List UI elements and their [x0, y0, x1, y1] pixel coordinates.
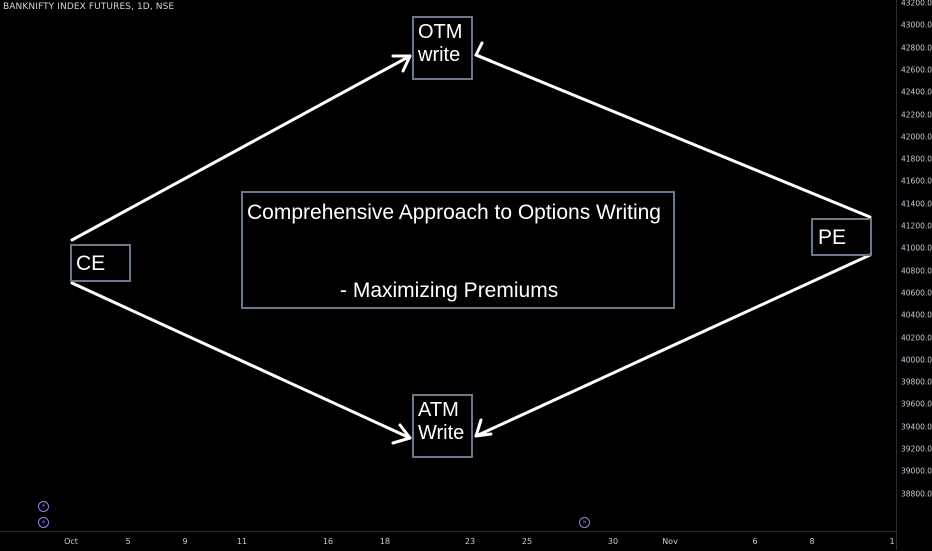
time-label: 5 [125, 537, 131, 546]
symbol-title: BANKNIFTY INDEX FUTURES, 1D, NSE [3, 2, 175, 12]
time-label: Oct [64, 537, 78, 546]
arrowhead-pe-otm [474, 41, 493, 63]
arrow-pe-to-otm[interactable] [474, 53, 872, 219]
pe-textbox[interactable]: PE [811, 218, 872, 256]
price-label: 39400.00 [901, 422, 932, 432]
atm-line1: ATM [418, 399, 459, 421]
price-label: 43000.00 [901, 20, 932, 30]
price-label: 42400.00 [901, 87, 932, 97]
price-label: 40400.00 [901, 310, 932, 320]
atm-line2: Write [418, 422, 465, 444]
price-label: 42000.00 [901, 132, 932, 142]
time-label: 23 [464, 537, 476, 546]
arrowhead-ce-otm [391, 54, 412, 73]
time-label: 25 [521, 537, 533, 546]
pe-label: PE [818, 226, 847, 249]
arrow-ce-to-atm[interactable] [70, 281, 412, 440]
price-label: 39600.00 [901, 399, 932, 409]
price-label: 40600.00 [901, 288, 932, 298]
otm-line2: write [418, 44, 461, 66]
price-label: 41600.00 [901, 176, 932, 186]
arrowhead-ce-atm [391, 423, 412, 445]
price-label: 40200.00 [901, 333, 932, 342]
price-label: 41200.00 [901, 221, 932, 231]
otm-write-textbox[interactable]: OTM write [412, 16, 473, 80]
skip-forward-icon[interactable]: » [38, 517, 49, 528]
price-label: 41000.00 [901, 243, 932, 253]
drawing-layer [70, 41, 872, 445]
price-axis[interactable]: 43200.00 43000.00 42800.00 42600.00 42400.00… [896, 0, 932, 550]
ce-textbox[interactable]: CE [70, 244, 131, 282]
arrowhead-pe-atm [474, 418, 493, 438]
time-label: 8 [809, 537, 815, 546]
price-label: 42600.00 [901, 65, 932, 75]
otm-line1: OTM [418, 21, 463, 43]
time-label: 30 [607, 537, 619, 546]
price-label: 41800.00 [901, 154, 932, 164]
main-title-line1: Comprehensive Approach to Options Writin… [247, 201, 661, 224]
price-label: 42800.00 [901, 43, 932, 53]
price-label: 39800.00 [901, 377, 932, 387]
atm-write-textbox[interactable]: ATM Write [412, 394, 473, 458]
time-label: 1 [889, 537, 895, 546]
price-label: 40800.00 [901, 266, 932, 276]
ce-label: CE [76, 252, 106, 275]
arrow-pe-to-atm[interactable] [474, 253, 872, 438]
time-label: Nov [662, 537, 678, 546]
price-label: 42200.00 [901, 110, 932, 119]
price-label: 39000.00 [901, 466, 932, 476]
price-label: 38800.00 [901, 489, 932, 499]
time-label: 11 [236, 537, 248, 546]
price-label: 40000.00 [901, 355, 932, 365]
time-label: 6 [752, 537, 758, 546]
time-label: 16 [322, 537, 334, 546]
time-axis[interactable]: Oct 5 9 11 16 18 23 25 30 Nov 6 8 1 [0, 531, 896, 551]
arrow-ce-to-otm[interactable] [70, 54, 412, 242]
price-label: 41400.00 [901, 199, 932, 209]
main-title-line2: - Maximizing Premiums [340, 279, 559, 302]
price-label: 43200.00 [901, 0, 932, 8]
main-title-textbox[interactable]: Comprehensive Approach to Options Writin… [241, 191, 675, 309]
time-label: 18 [379, 537, 391, 546]
time-label: 9 [182, 537, 188, 546]
skip-forward-icon[interactable]: » [579, 517, 590, 528]
lightning-icon[interactable]: ⚡ [38, 501, 49, 512]
price-label: 39200.00 [901, 444, 932, 454]
